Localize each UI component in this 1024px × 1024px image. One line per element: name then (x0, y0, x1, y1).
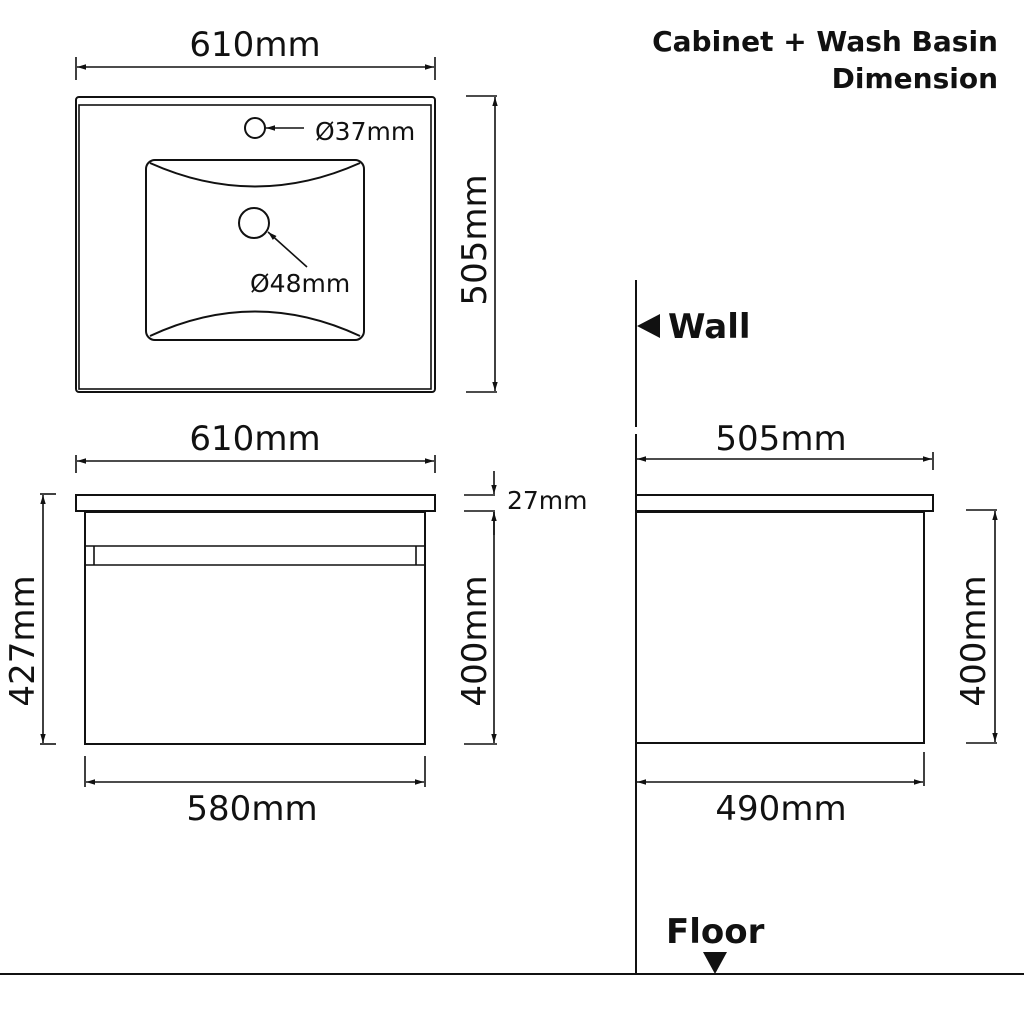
front-top-width-dimension: 610mm (75, 419, 436, 473)
front-drawer-handle (85, 545, 425, 566)
title-line-1: Cabinet + Wash Basin (652, 25, 998, 58)
basin-inner-edge (78, 104, 432, 390)
front-slab-thickness-dimension: 27mm (464, 471, 588, 535)
front-total-height-dimension: 427mm (3, 493, 56, 745)
side-view: Wall 505mm 400mm 490mm Floor (0, 280, 1024, 975)
drain-hole-label: Ø48mm (250, 269, 350, 298)
front-view: 610mm 427mm 27mm (3, 419, 588, 829)
wall-arrow-icon (637, 314, 660, 338)
front-cabinet-height-label: 400mm (455, 575, 495, 706)
side-top-depth-dimension: 505mm (637, 419, 934, 470)
drain-hole: Ø48mm (238, 207, 350, 298)
top-width-label: 610mm (189, 25, 320, 65)
tap-hole: Ø37mm (244, 117, 415, 146)
floor-marker: Floor (666, 912, 765, 974)
drain-hole-circle (238, 207, 270, 239)
front-cabinet-body (84, 511, 426, 745)
side-cabinet-height-dimension: 400mm (954, 509, 998, 744)
side-basin-slab (635, 494, 934, 512)
basin-bowl (145, 159, 365, 341)
front-slab-thickness-label: 27mm (507, 486, 588, 515)
wall-label: Wall (668, 307, 751, 347)
front-bottom-width-dimension: 580mm (84, 756, 426, 829)
top-width-dimension: 610mm (75, 25, 436, 80)
side-cabinet-height-label: 400mm (954, 575, 994, 706)
basin-outline (75, 96, 436, 393)
side-bottom-depth-label: 490mm (715, 789, 846, 829)
front-top-width-label: 610mm (189, 419, 320, 459)
title-line-2: Dimension (832, 62, 998, 95)
side-top-depth-label: 505mm (715, 419, 846, 459)
top-view: 610mm Ø37mm Ø48mm 505mm (75, 25, 498, 393)
side-bottom-depth-dimension: 490mm (637, 752, 925, 829)
side-cabinet-body (635, 511, 925, 744)
wall-marker: Wall (637, 307, 751, 347)
front-basin-slab (75, 494, 436, 512)
top-depth-dimension: 505mm (455, 95, 498, 393)
floor-arrow-icon (703, 952, 727, 974)
front-cabinet-height-dimension: 400mm (455, 512, 497, 745)
tap-hole-label: Ø37mm (315, 117, 415, 146)
tap-hole-circle (244, 117, 266, 139)
drawing-title: Cabinet + Wash Basin Dimension (652, 25, 998, 95)
floor-label: Floor (666, 912, 765, 952)
front-total-height-label: 427mm (3, 575, 43, 706)
top-depth-label: 505mm (455, 174, 495, 305)
front-bottom-width-label: 580mm (186, 789, 317, 829)
